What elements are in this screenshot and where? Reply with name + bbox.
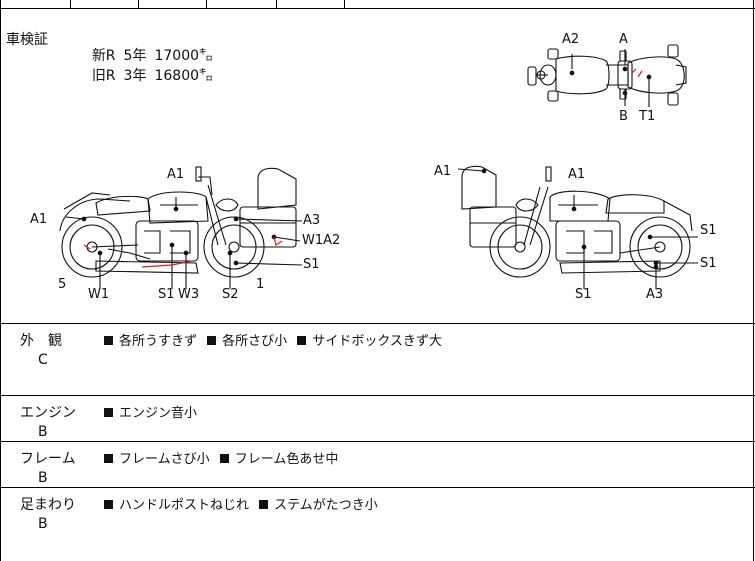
label-right-s1-bottom: S1 [575, 287, 592, 302]
condition-row-engine: エンジン B エンジン音小 [0, 396, 755, 442]
damage-marks [83, 68, 643, 268]
label-right-a1-top: A1 [568, 167, 585, 182]
label-left-s2: S2 [222, 287, 239, 302]
category-label: エンジン [20, 405, 76, 421]
bullet-square-icon [219, 454, 229, 463]
registration-label: 車検証 [6, 32, 48, 48]
bullet-square-icon [104, 500, 113, 509]
bullet-square-icon [259, 500, 269, 509]
category-label: フレーム [20, 451, 76, 467]
label-right-a3: A3 [646, 287, 663, 302]
label-left-num1: 1 [256, 277, 264, 292]
label-right-a1-left: A1 [434, 164, 451, 179]
condition-row-exterior: 外 観 C 各所うすきず 各所さび小 サイドボックスきず大 [0, 324, 755, 396]
condition-notes: ハンドルポストねじれ ステムがたつき小 [100, 494, 380, 513]
label-left-w1a2: W1A2 [302, 233, 340, 248]
label-top-t1: T1 [638, 109, 655, 124]
bullet-square-icon [104, 454, 113, 463]
top-table-strip [0, 0, 755, 9]
condition-notes: エンジン音小 [100, 402, 199, 421]
grade-label: B [38, 424, 48, 440]
label-right-s1-upper: S1 [700, 223, 717, 238]
bullet-square-icon [297, 336, 307, 345]
label-right-s1-lower: S1 [700, 256, 717, 271]
left-side-motorcycle [59, 166, 303, 289]
condition-row-frame: フレーム B フレームさび小 フレーム色あせ中 [0, 442, 755, 488]
top-view-motorcycle [527, 44, 687, 107]
bullet-square-icon [104, 336, 113, 345]
label-top-b: B [619, 109, 628, 124]
label-left-w3: W3 [178, 287, 199, 302]
bullet-square-icon [104, 408, 113, 417]
grade-label: B [38, 470, 48, 486]
right-side-motorcycle [457, 165, 698, 289]
label-left-num5: 5 [58, 277, 66, 292]
condition-notes: フレームさび小 フレーム色あせ中 [100, 448, 340, 467]
condition-notes: 各所うすきず 各所さび小 サイドボックスきず大 [100, 330, 444, 349]
label-top-a: A [619, 32, 628, 47]
label-left-s1-right: S1 [303, 257, 320, 272]
grade-label: B [38, 516, 48, 532]
label-left-w1: W1 [88, 287, 109, 302]
grade-label: C [38, 352, 48, 368]
condition-row-suspension: 足まわり B ハンドルポストねじれ ステムがたつき小 [0, 488, 755, 561]
category-label: 外 観 [20, 333, 62, 349]
bullet-square-icon [207, 336, 217, 345]
label-left-s1-bottom: S1 [158, 287, 175, 302]
label-left-a1-top: A1 [167, 167, 184, 182]
motorcycle-diagrams: A2 A B T1 A1 A1 A3 W1A2 S1 5 W1 S1 W3 S2… [30, 32, 717, 302]
category-label: 足まわり [20, 497, 76, 513]
label-left-a1-left: A1 [30, 212, 47, 227]
label-left-a3: A3 [303, 213, 320, 228]
label-top-a2: A2 [562, 32, 579, 47]
